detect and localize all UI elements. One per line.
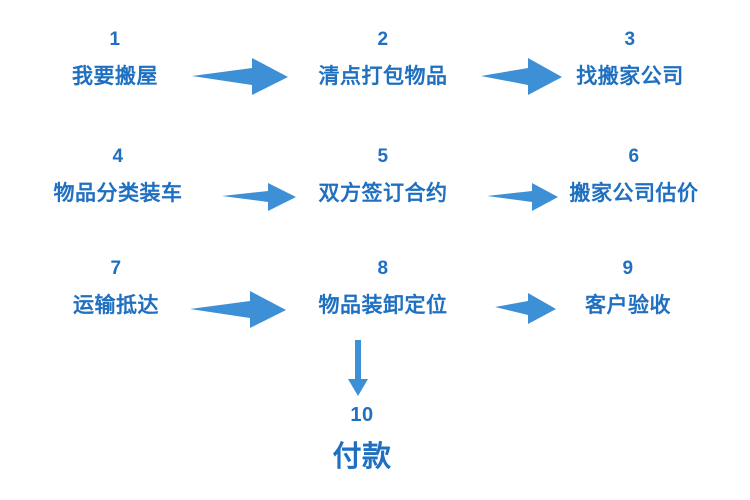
arrow-7-to-8-icon — [190, 291, 286, 328]
flow-node-8-label: 物品装卸定位 — [318, 294, 448, 317]
arrow-8-to-10-icon — [348, 340, 368, 396]
flow-node-5[interactable]: 5 双方签订合约 — [319, 147, 448, 204]
flow-node-3[interactable]: 3 找搬家公司 — [576, 30, 684, 87]
flow-node-3-number: 3 — [624, 29, 636, 50]
flow-node-10-number: 10 — [350, 404, 374, 426]
flow-node-2-number: 2 — [377, 29, 389, 50]
arrow-8-to-9-icon — [495, 293, 556, 324]
flow-node-9-label: 客户验收 — [585, 294, 671, 317]
flow-node-9-number: 9 — [622, 258, 634, 279]
flow-node-1-label: 我要搬屋 — [72, 65, 158, 88]
flow-node-5-label: 双方签订合约 — [318, 182, 448, 205]
flow-node-9[interactable]: 9 客户验收 — [585, 259, 671, 316]
arrow-1-to-2-icon — [192, 58, 288, 95]
flow-node-7-number: 7 — [110, 258, 122, 279]
flow-node-2-label: 清点打包物品 — [318, 65, 448, 88]
flow-node-1[interactable]: 1 我要搬屋 — [72, 30, 158, 87]
flow-node-2[interactable]: 2 清点打包物品 — [319, 30, 448, 87]
flow-node-10-label: 付款 — [332, 441, 392, 473]
flow-node-1-number: 1 — [109, 29, 121, 50]
arrow-5-to-6-icon — [487, 183, 558, 211]
flow-node-10[interactable]: 10 付款 — [332, 405, 391, 472]
flow-node-4[interactable]: 4 物品分类装车 — [54, 147, 183, 204]
flow-node-7[interactable]: 7 运输抵达 — [73, 259, 159, 316]
flow-node-7-label: 运输抵达 — [73, 294, 159, 317]
flow-node-6-label: 搬家公司估价 — [569, 182, 699, 205]
flow-node-4-number: 4 — [112, 146, 124, 167]
flow-node-6-number: 6 — [628, 146, 640, 167]
flow-node-5-number: 5 — [377, 146, 389, 167]
arrow-4-to-5-icon — [222, 183, 296, 211]
flow-node-6[interactable]: 6 搬家公司估价 — [570, 147, 699, 204]
flow-node-4-label: 物品分类装车 — [53, 182, 183, 205]
flow-node-3-label: 找搬家公司 — [576, 65, 684, 88]
flow-node-8-number: 8 — [377, 258, 389, 279]
arrow-2-to-3-icon — [481, 58, 562, 95]
flow-node-8[interactable]: 8 物品装卸定位 — [319, 259, 448, 316]
